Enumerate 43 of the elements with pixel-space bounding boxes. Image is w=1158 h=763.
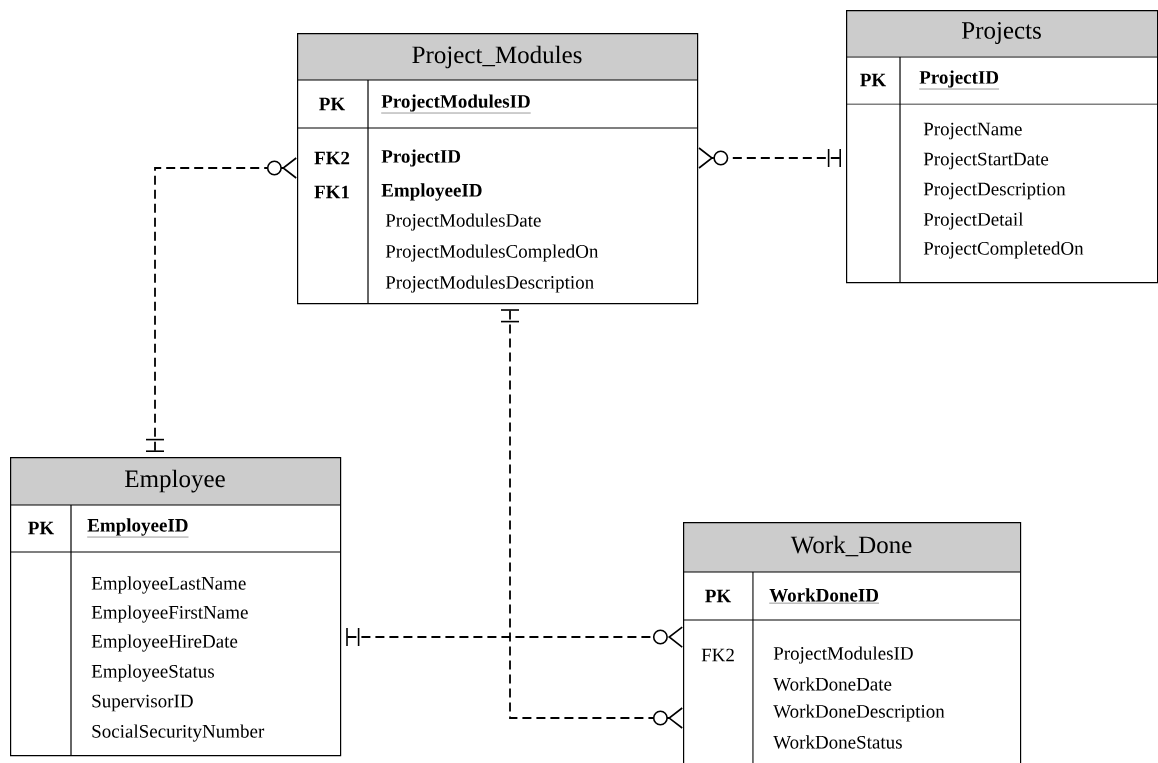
primary-key-field: EmployeeID xyxy=(87,518,189,538)
field-name: ProjectStartDate xyxy=(923,152,1049,170)
field-name: ProjectModulesDate xyxy=(385,213,541,231)
relationship-line xyxy=(346,626,683,648)
field-name: ProjectModulesID xyxy=(773,646,913,664)
field-name: ProjectDescription xyxy=(923,182,1066,200)
field-name: ProjectModulesCompledOn xyxy=(385,244,599,262)
key-label: FK2 xyxy=(314,151,350,165)
field-name: EmployeeLastName xyxy=(91,576,246,594)
table-title: Projects xyxy=(961,22,1041,44)
entity-table xyxy=(296,33,699,305)
field-name: WorkDoneStatus xyxy=(773,735,902,749)
table-title: Work_Done xyxy=(790,535,912,557)
field-name: EmployeeFirstName xyxy=(91,605,248,623)
field-name: ProjectID xyxy=(381,149,461,167)
field-name: ProjectModulesDescription xyxy=(385,275,594,293)
table-title: Employee xyxy=(125,469,225,493)
field-name: SocialSecurityNumber xyxy=(92,724,265,742)
relationship-line xyxy=(698,147,841,169)
field-name: WorkDoneDescription xyxy=(773,704,945,722)
field-name: WorkDoneDate xyxy=(773,677,892,691)
field-name: ProjectName xyxy=(923,122,1022,140)
field-name: EmployeeHireDate xyxy=(91,634,238,652)
key-label: PK xyxy=(705,589,732,603)
field-name: EmployeeID xyxy=(381,183,482,201)
key-label: PK xyxy=(860,73,887,87)
entity-table xyxy=(9,457,342,757)
primary-key-field: WorkDoneID xyxy=(769,588,880,604)
primary-key-field: ProjectID xyxy=(919,70,1000,90)
key-label: PK xyxy=(28,521,55,535)
field-name: ProjectCompletedOn xyxy=(923,241,1084,259)
primary-key-field: ProjectModulesID xyxy=(381,94,531,114)
key-label: FK2 xyxy=(701,648,734,662)
field-name: EmployeeStatus xyxy=(91,664,214,682)
entity-table xyxy=(845,10,1158,284)
table-title: Project_Modules xyxy=(412,45,582,69)
key-label: PK xyxy=(319,97,346,111)
field-name: SupervisorID xyxy=(92,694,193,712)
key-label: FK1 xyxy=(314,185,349,199)
relationship-line xyxy=(500,309,683,729)
relationship-line xyxy=(145,157,297,452)
field-name: ProjectDetail xyxy=(923,212,1024,230)
entity-table xyxy=(682,522,1022,763)
